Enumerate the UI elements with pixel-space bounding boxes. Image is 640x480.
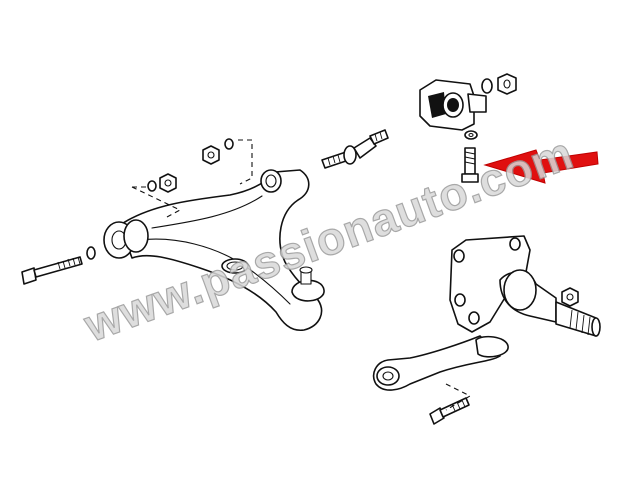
stud-bolt xyxy=(321,129,389,169)
assembly-line-rear xyxy=(131,186,182,219)
nut-washer-rear xyxy=(147,173,177,193)
bushing-bracket xyxy=(419,79,487,131)
knuckle-nut xyxy=(561,287,579,307)
nut-washer-top xyxy=(481,73,517,95)
washer-mid xyxy=(464,130,478,140)
nut-washer-front xyxy=(202,138,234,165)
washer-left xyxy=(86,246,96,260)
lower-control-arm xyxy=(103,169,323,332)
knuckle-bolt xyxy=(429,397,470,425)
assembly-line-front xyxy=(238,139,253,185)
red-arrow-icon xyxy=(483,149,599,184)
assembly-line-knuckle xyxy=(445,383,472,411)
mount-bolt-left xyxy=(21,256,83,285)
steering-knuckle xyxy=(372,235,601,391)
mount-bolt-right xyxy=(461,147,479,183)
ball-joint xyxy=(291,266,325,302)
